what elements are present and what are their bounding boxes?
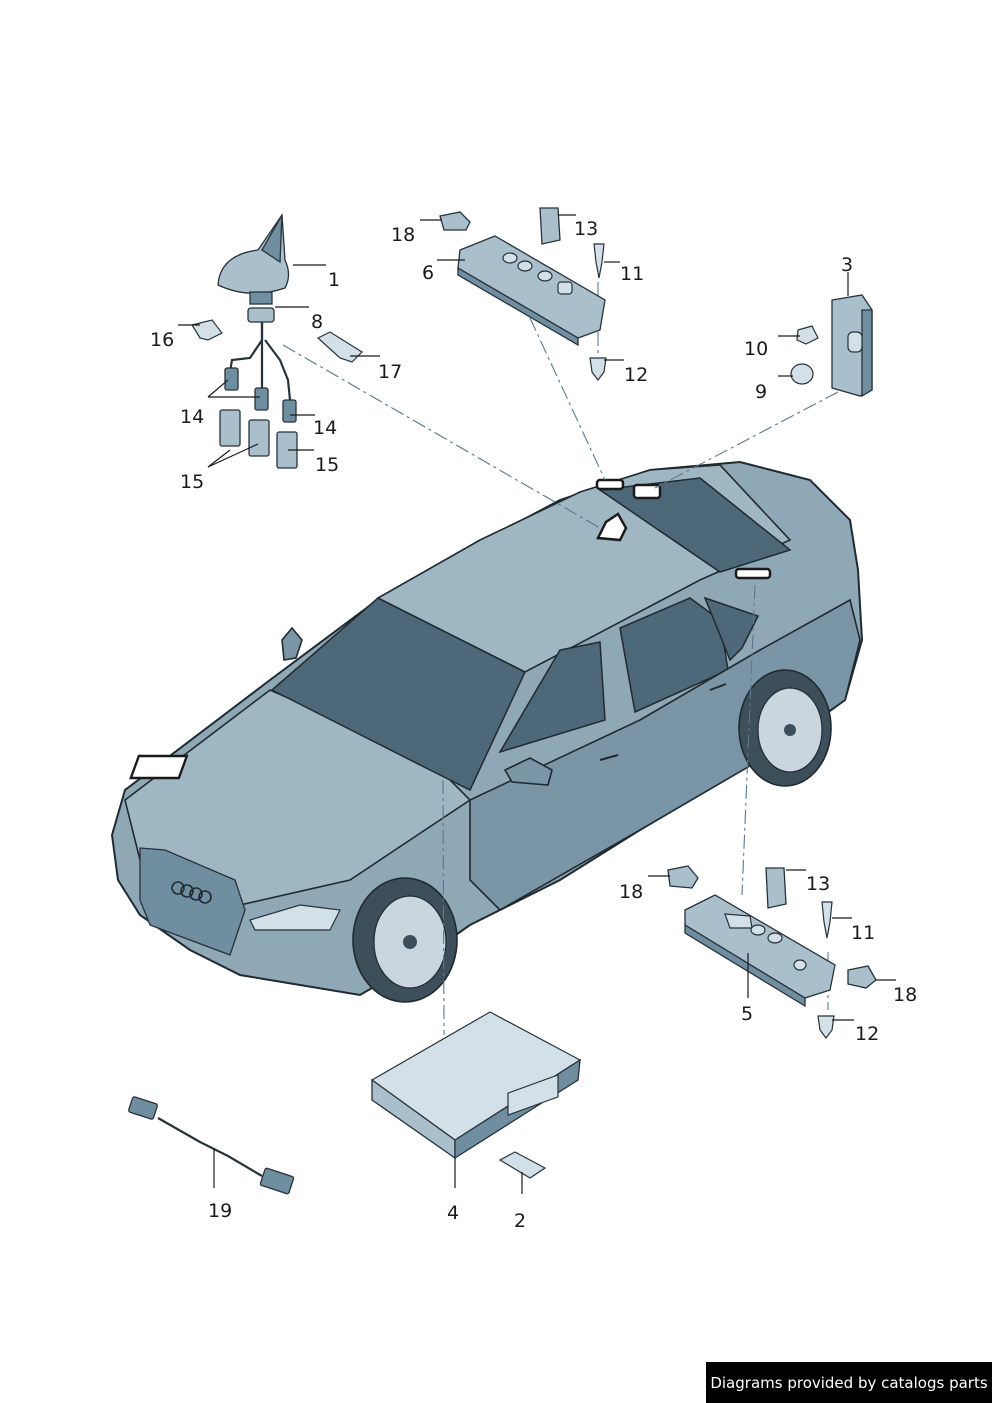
clip-part-17 — [316, 331, 363, 363]
callout-9: 9 — [755, 381, 767, 403]
bracket-part-2 — [498, 1151, 547, 1179]
callout-19: 19 — [208, 1200, 232, 1222]
callout-18a: 18 — [391, 224, 415, 246]
marker-roof-front — [595, 478, 625, 491]
callout-1: 1 — [328, 269, 340, 291]
callout-2: 2 — [514, 1210, 526, 1232]
plug-part-13b — [765, 867, 787, 909]
callout-17: 17 — [378, 361, 402, 383]
callout-13a: 13 — [574, 218, 598, 240]
screw-part-11b — [821, 901, 833, 939]
callout-11a: 11 — [620, 263, 644, 285]
marker-antenna — [596, 512, 628, 542]
bracket-part-3 — [831, 294, 873, 398]
callout-14b: 14 — [313, 417, 337, 439]
callout-3: 3 — [841, 254, 853, 276]
nut-part-9 — [790, 363, 814, 385]
callout-14a: 14 — [180, 406, 204, 428]
rear-wheel — [738, 669, 832, 787]
callout-6: 6 — [422, 262, 434, 284]
clip-part-16 — [191, 319, 223, 341]
callout-11b: 11 — [851, 922, 875, 944]
leader-lines — [178, 214, 896, 1194]
callout-18b: 18 — [619, 881, 643, 903]
car-illustration — [110, 460, 864, 1003]
callout-5: 5 — [741, 1003, 753, 1025]
connector-part-18a — [439, 211, 471, 231]
callout-16: 16 — [150, 329, 174, 351]
footer-credit-text: Diagrams provided by catalogs parts — [710, 1373, 988, 1392]
marker-roof-rear — [632, 483, 662, 500]
connector-part-18b — [667, 865, 699, 889]
callout-8: 8 — [311, 311, 323, 333]
amplifier-part-5 — [684, 894, 836, 1008]
audi-rings-logo — [171, 881, 212, 904]
cable-part-19 — [128, 1096, 295, 1195]
callout-4: 4 — [447, 1202, 459, 1224]
callout-10: 10 — [744, 338, 768, 360]
callout-15a: 15 — [180, 471, 204, 493]
marker-dashboard — [129, 754, 189, 780]
screw-part-11a — [593, 243, 605, 279]
footer-credit: Diagrams provided by catalogs parts — [706, 1362, 992, 1403]
plug-part-13a — [539, 207, 561, 245]
connector-part-18c — [847, 965, 877, 989]
control-unit-part-4 — [370, 1011, 582, 1160]
callout-13b: 13 — [806, 873, 830, 895]
callout-18c: 18 — [893, 984, 917, 1006]
callout-labels: 1 2 3 4 5 6 8 9 10 11 11 12 12 13 13 14 … — [150, 218, 917, 1232]
callout-12b: 12 — [855, 1023, 879, 1045]
nut-part-12a — [589, 357, 607, 381]
antenna-part-1 — [217, 213, 298, 469]
callout-12a: 12 — [624, 364, 648, 386]
callout-15b: 15 — [315, 454, 339, 476]
nut-part-12b — [817, 1015, 835, 1039]
marker-rear-window — [734, 567, 772, 580]
amplifier-part-6 — [457, 235, 606, 347]
nut-part-10 — [796, 325, 819, 345]
front-wheel — [352, 877, 458, 1003]
